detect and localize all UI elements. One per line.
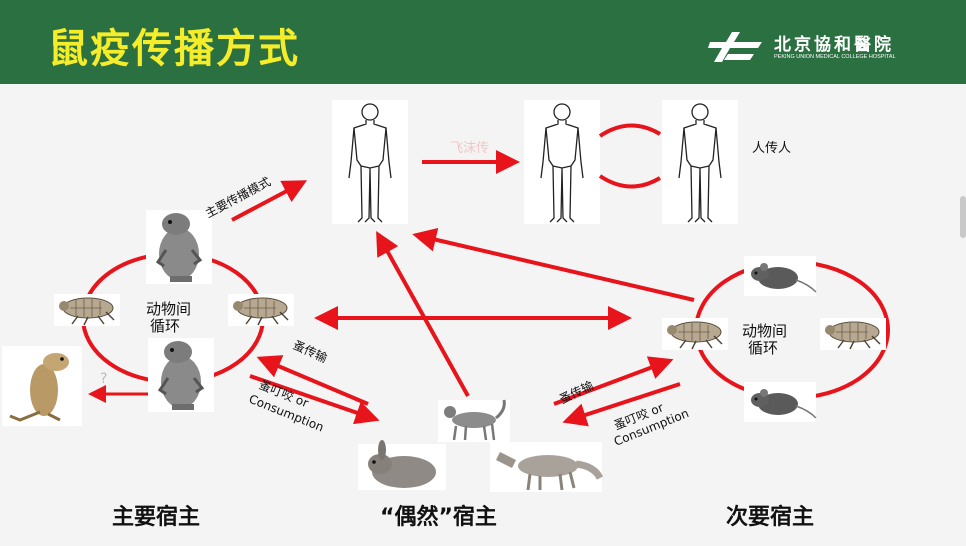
rabbit-icon: [358, 440, 446, 490]
left-cycle-label-1: 动物间: [146, 300, 191, 318]
primary-host-label: 主要宿主: [112, 504, 200, 530]
droplet-label: 飞沫传: [450, 141, 489, 156]
left-flea-transmit-label: 蚤传输: [291, 337, 330, 365]
mouse-icon: [744, 256, 816, 296]
human-figure-icon: [662, 100, 738, 224]
mouse-icon: [744, 382, 816, 422]
cat-icon: [438, 400, 510, 442]
prairie-dog-icon: [148, 338, 214, 412]
incidental-host-label: “偶然”宿主: [380, 504, 497, 530]
person-to-person-label: 人传人: [752, 141, 791, 156]
human-figure-icon: [524, 100, 600, 224]
flea-icon: [228, 294, 294, 326]
secondary-host-label: 次要宿主: [726, 504, 814, 530]
right-cycle-label-2: 循环: [748, 339, 778, 357]
fox-icon: [490, 442, 602, 492]
flea-icon: [820, 318, 886, 350]
secondary-to-human-arrow: [420, 236, 694, 300]
right-flea-transmit-label: 蚤传输: [557, 377, 596, 406]
flea-icon: [54, 294, 120, 326]
left-cycle-label-2: 循环: [150, 317, 180, 335]
right-cycle-label-1: 动物间: [742, 322, 787, 340]
person-link-bottom: [600, 176, 660, 187]
prairie-dog-standing-icon: [2, 346, 82, 426]
flea-icon: [662, 318, 728, 350]
main-mode-label: 主要传播模式: [202, 174, 273, 221]
human-figure-icon: [332, 100, 408, 224]
question-label: ?: [100, 371, 107, 387]
person-link-top: [600, 125, 660, 136]
prairie-dog-icon: [146, 210, 212, 284]
